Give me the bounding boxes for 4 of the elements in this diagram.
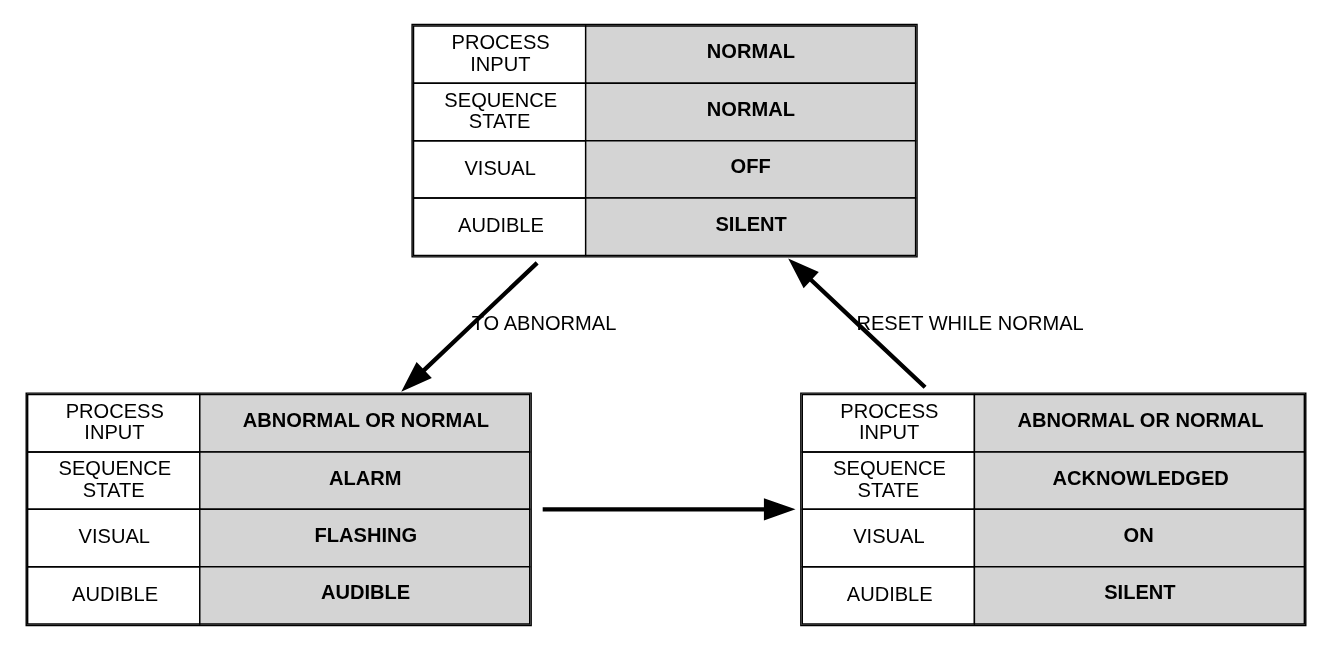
arrow (542, 497, 796, 520)
arrow (401, 260, 539, 392)
arrow (788, 257, 927, 389)
edge-label: RESET WHILE NORMAL (856, 311, 1084, 334)
